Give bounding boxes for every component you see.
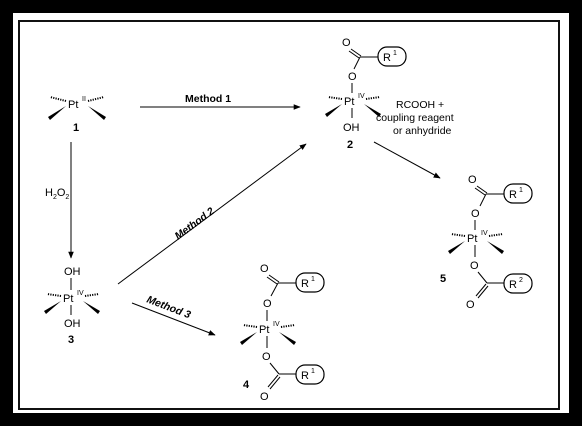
r-group-box — [503, 273, 533, 294]
compound-2: O R 1 O Pt IV OH 2 — [325, 37, 407, 151]
compound-number: 2 — [347, 139, 353, 151]
bond-wedge — [448, 241, 465, 254]
r-group-box — [295, 272, 325, 293]
oxidation-state: IV — [273, 321, 280, 328]
r-group-box — [503, 183, 533, 204]
oxygen-atom: O — [263, 298, 272, 310]
bond-wedge — [240, 332, 257, 345]
bond-wedge — [325, 104, 342, 117]
oxidation-state: II — [82, 96, 86, 103]
bond — [268, 274, 280, 283]
arrow-h2o2: H2O2 — [45, 142, 74, 259]
hydroxyl-group: OH — [64, 266, 81, 278]
pt-atom: Pt — [259, 324, 269, 336]
r-group-box — [377, 46, 407, 67]
bond — [353, 56, 361, 70]
bond — [475, 283, 487, 297]
oxidation-state: IV — [77, 290, 84, 297]
oxygen-atom: O — [348, 71, 357, 83]
oxidation-state: IV — [481, 230, 488, 237]
r-group-index: 1 — [519, 187, 523, 194]
compound-5: O R 1 O Pt IV O R 2 O 5 — [440, 174, 533, 311]
bond-wedge-set — [49, 96, 105, 102]
bond — [474, 187, 486, 196]
oxygen-atom: O — [342, 37, 351, 49]
bond-wedge — [48, 106, 66, 120]
arrow-to-5: RCOOH + coupling reagent or anhydride — [373, 99, 454, 179]
bond — [270, 282, 279, 297]
pt-atom: Pt — [63, 293, 73, 305]
compound-3: OH Pt IV OH 3 — [44, 266, 100, 346]
condition-line-3: or anhydride — [393, 125, 452, 137]
hydroxyl-group: OH — [343, 122, 360, 134]
bond-hash — [488, 233, 504, 237]
bond-hash — [365, 96, 381, 100]
compound-number: 5 — [440, 273, 446, 285]
method-1-label: Method 1 — [185, 93, 231, 105]
oxygen-atom: O — [470, 260, 479, 272]
bond-wedge — [279, 332, 296, 345]
bond — [479, 193, 487, 207]
oxygen-atom: O — [468, 174, 477, 186]
bond — [477, 285, 489, 299]
bond-wedge — [88, 106, 106, 120]
bond — [269, 362, 280, 375]
bond-wedge — [364, 104, 381, 117]
arrow-method-2: Method 2 — [117, 143, 307, 285]
arrow-method-1: Method 1 — [140, 93, 301, 110]
oxygen-atom: O — [262, 351, 271, 363]
bond-hash — [280, 324, 296, 328]
oxygen-atom: O — [466, 299, 475, 311]
arrow-method-3: Method 3 — [131, 294, 216, 336]
h2o2-label: H2O2 — [45, 187, 69, 201]
compound-1: Pt II 1 — [48, 96, 106, 134]
method-2-label: Method 2 — [173, 205, 217, 242]
pt-atom: Pt — [467, 233, 477, 245]
compound-4: O R 1 O Pt IV O R 1 O 4 — [240, 263, 325, 403]
r-group-index: 1 — [393, 50, 397, 57]
r-group-box — [295, 364, 325, 385]
bond — [266, 276, 278, 285]
bond-wedge — [44, 301, 61, 314]
bond-hash — [84, 293, 100, 297]
bond-hash — [327, 96, 343, 100]
bond — [267, 374, 279, 388]
condition-line-1: RCOOH + — [396, 99, 444, 111]
figure-panel — [18, 20, 560, 410]
bond — [476, 185, 488, 194]
bond — [477, 271, 488, 284]
r-group: R — [509, 279, 517, 291]
bond-hash — [46, 293, 62, 297]
pt-atom: Pt — [344, 96, 354, 108]
hydroxyl-group: OH — [64, 318, 81, 330]
bond-wedge — [83, 301, 100, 314]
r-group: R — [383, 52, 391, 64]
bond-hash — [242, 324, 258, 328]
oxygen-atom: O — [260, 391, 269, 403]
bond — [269, 376, 281, 390]
condition-line-2: coupling reagent — [376, 112, 454, 124]
r-group-index: 2 — [519, 277, 523, 284]
compound-number: 1 — [73, 122, 79, 134]
bond-hash — [450, 233, 466, 237]
r-group: R — [301, 278, 309, 290]
bond — [350, 48, 362, 57]
pt-atom: Pt — [68, 99, 78, 111]
bond — [348, 50, 360, 59]
r-group: R — [509, 189, 517, 201]
compound-number: 4 — [243, 379, 250, 391]
compound-number: 3 — [68, 334, 74, 346]
oxygen-atom: O — [260, 263, 269, 275]
bond-wedge — [487, 241, 504, 254]
r-group: R — [301, 370, 309, 382]
r-group-index: 1 — [311, 368, 315, 375]
oxidation-state: IV — [358, 93, 365, 100]
oxygen-atom: O — [471, 208, 480, 220]
r-group-index: 1 — [311, 276, 315, 283]
